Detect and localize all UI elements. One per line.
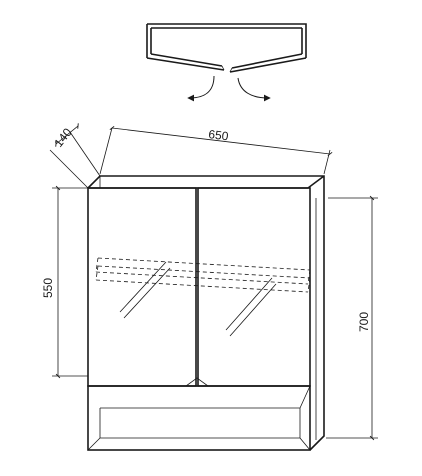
cabinet-front-view bbox=[87, 175, 325, 451]
open-lower-shelf bbox=[87, 385, 311, 451]
top-view-cabinet-body bbox=[146, 23, 307, 58]
right-door-mirror-reflection bbox=[225, 277, 277, 337]
curved-arrow-right-icon bbox=[237, 77, 271, 102]
cabinet-right-side bbox=[309, 198, 325, 451]
depth-label: 140 bbox=[51, 125, 75, 150]
width-label: 650 bbox=[208, 127, 230, 143]
top-view-door-opening bbox=[146, 23, 307, 102]
cabinet-top-surface bbox=[87, 175, 325, 198]
top-view-right-door bbox=[229, 53, 307, 73]
door-handle-notch bbox=[185, 377, 209, 387]
left-door-mirror-reflection bbox=[119, 261, 171, 319]
curved-arrow-left-icon bbox=[187, 75, 215, 102]
interior-glass-shelf bbox=[95, 257, 311, 293]
left-mirror-door bbox=[87, 187, 197, 387]
dimension-total-height: 700 bbox=[326, 195, 378, 441]
top-view-left-door bbox=[146, 53, 225, 71]
dimension-door-height: 550 bbox=[41, 185, 88, 379]
dimension-depth: 140 bbox=[49, 123, 101, 189]
total-height-label: 700 bbox=[357, 312, 371, 332]
door-height-label: 550 bbox=[41, 278, 55, 298]
dimension-width: 650 bbox=[99, 125, 333, 175]
